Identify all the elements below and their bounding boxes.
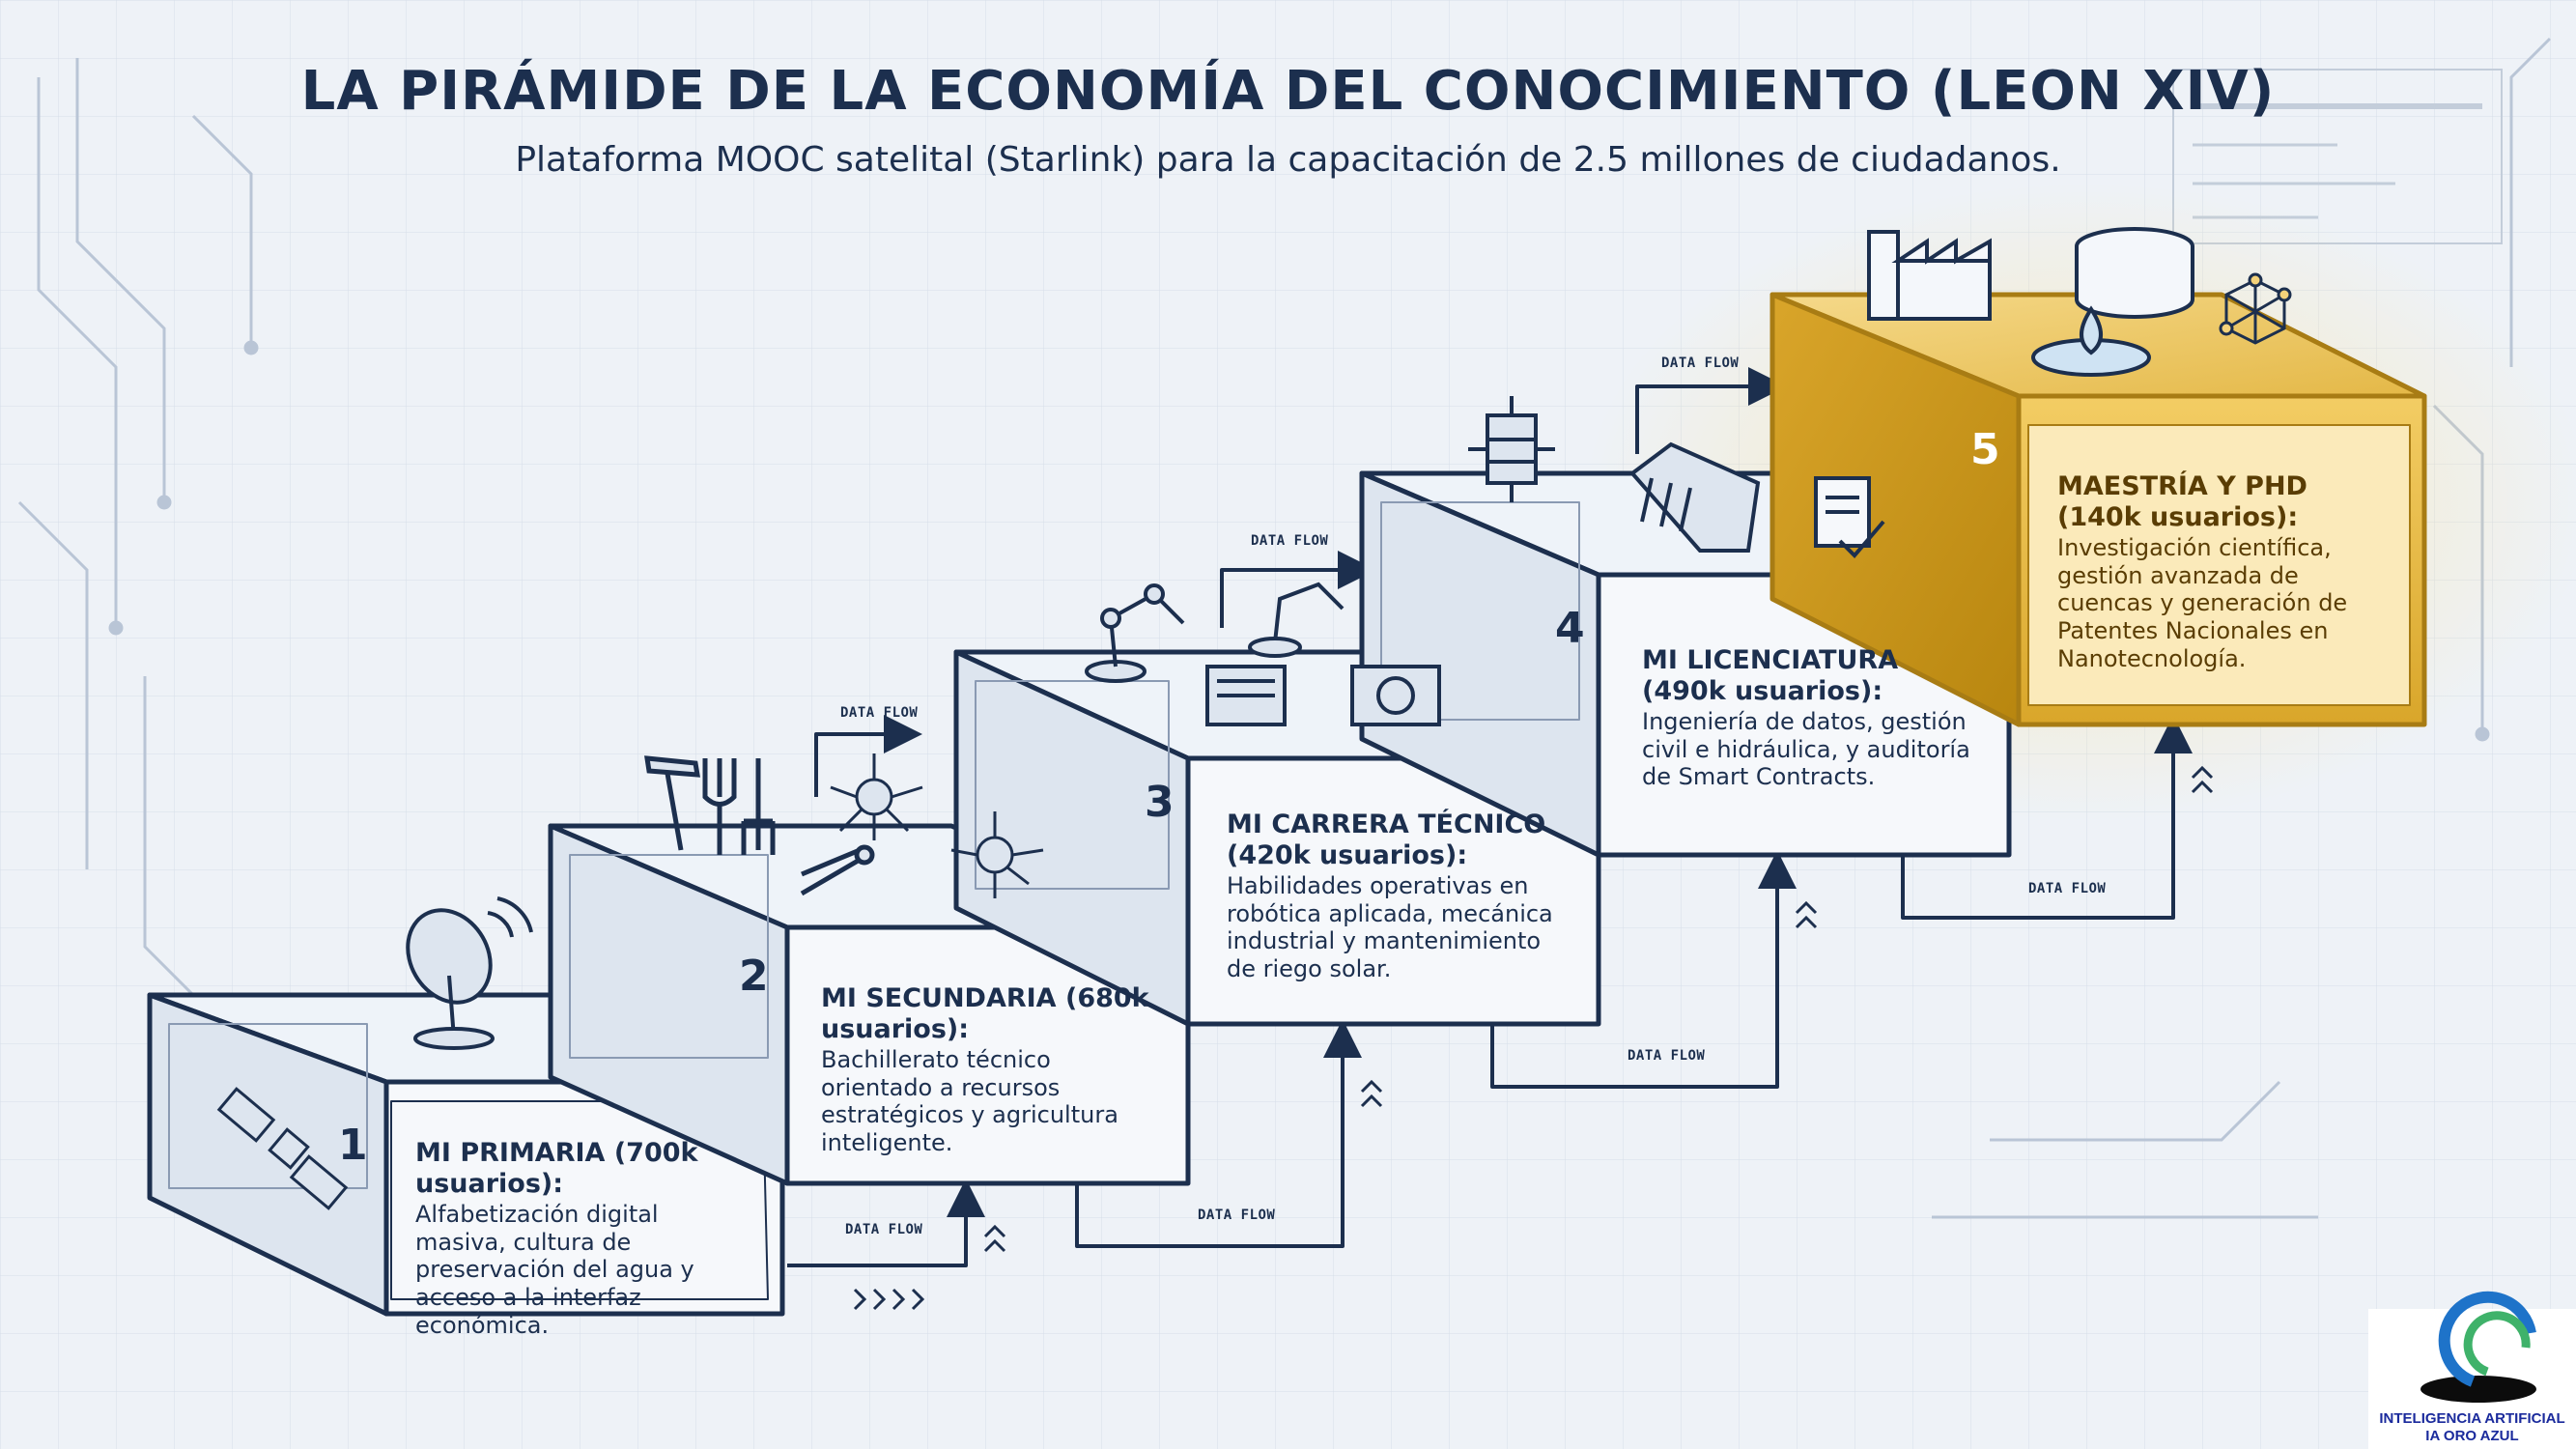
logo-line-2: IA ORO AZUL [2425,1428,2519,1444]
motor-icon [1350,665,1441,726]
flow-arrow-top-2 [814,715,922,797]
tier-5-subheading: (140k usuarios): [2057,502,2299,533]
page-subtitle: Plataforma MOOC satelital (Starlink) par… [515,140,2061,180]
tier-4-heading: MI LICENCIATURA [1642,645,1899,675]
ia-oro-azul-logo [2368,1291,2576,1449]
tier-4-body: Ingeniería de datos, gestión civil e hid… [1642,707,1970,791]
hammer-icon [644,755,700,851]
tier-2-heading: MI SECUNDARIA (680k usuarios): [821,983,1149,1045]
flow-arrow-2-3 [1075,1019,1362,1248]
flow-arrow-3-4 [1490,850,1797,1089]
fork-icon [702,758,737,855]
tier-1-number: 1 [338,1121,368,1170]
water-tank-icon [2075,227,2194,319]
contract-icon [1814,476,1885,558]
tier-2-panel-text: MI SECUNDARIA (680k usuarios): Bachiller… [802,966,1178,1175]
data-cube-icon [1468,396,1555,502]
factory-icon [1867,230,1992,321]
dam-icon [1629,441,1761,553]
flow-arrow-4-5 [1901,715,2193,920]
flow-arrow-top-4 [1635,367,1787,454]
flow-label-5: DATA FLOW [840,705,919,721]
tier-3-number: 3 [1145,778,1175,827]
tier-2-body: Bachillerato técnico orientado a recurso… [821,1045,1118,1157]
machine-icon [1205,665,1287,726]
flow-arrows [787,367,2193,1267]
nano-structure-icon [2219,272,2292,345]
flow-label-1: DATA FLOW [845,1222,923,1237]
tier-3-heading: MI CARRERA TÉCNICO [1227,810,1546,839]
tier-5-number: 5 [1970,425,2000,474]
tier-4-subheading: (490k usuarios): [1642,676,1883,707]
page-title: LA PIRÁMIDE DE LA ECONOMÍA DEL CONOCIMIE… [300,60,2276,123]
tier-5-heading: MAESTRÍA Y PHD [2057,471,2307,501]
logo-line-1: INTELIGENCIA ARTIFICIAL [2379,1410,2565,1427]
tier-4-number: 4 [1555,604,1585,653]
flow-label-7: DATA FLOW [1661,355,1740,371]
tier-5-panel-text: MAESTRÍA Y PHD (140k usuarios): Investig… [2038,454,2415,691]
tier-3-panel-text: MI CARRERA TÉCNICO (420k usuarios): Habi… [1207,792,1594,1001]
tier-1-body: Alfabetización digital masiva, cultura d… [415,1200,694,1339]
flow-label-3: DATA FLOW [1628,1048,1706,1064]
tier-5-body: Investigación científica, gestión avanza… [2057,533,2348,672]
pliers-icon [800,844,875,896]
robot-arm-icon [1085,582,1345,683]
tier-2-number: 2 [739,952,769,1001]
flow-arrow-1-2 [787,1179,985,1267]
tier-3-body: Habilidades operativas en robótica aplic… [1227,871,1553,983]
tier-1-heading: MI PRIMARIA (700k usuarios): [415,1138,698,1200]
tier-3-subheading: (420k usuarios): [1227,840,1468,871]
tier-4-panel-text: MI LICENCIATURA (490k usuarios): Ingenie… [1623,628,2009,809]
circuit-decoration-left [17,58,259,1026]
satellite-dish-icon [406,896,533,1050]
network-node-icon [830,753,1044,898]
flow-arrow-top-3 [1220,551,1376,628]
water-drop-icon [2031,305,2151,377]
chevron-marks [853,765,2214,1311]
flow-label-6: DATA FLOW [1251,533,1329,549]
flow-label-2: DATA FLOW [1198,1208,1276,1223]
pitchfork-icon [741,758,776,855]
satellite-icon [216,1087,349,1210]
flow-label-4: DATA FLOW [2028,881,2107,896]
tier-5-block [1769,292,2427,727]
tier-1-panel-text: MI PRIMARIA (700k usuarios): Alfabetizac… [396,1121,763,1357]
